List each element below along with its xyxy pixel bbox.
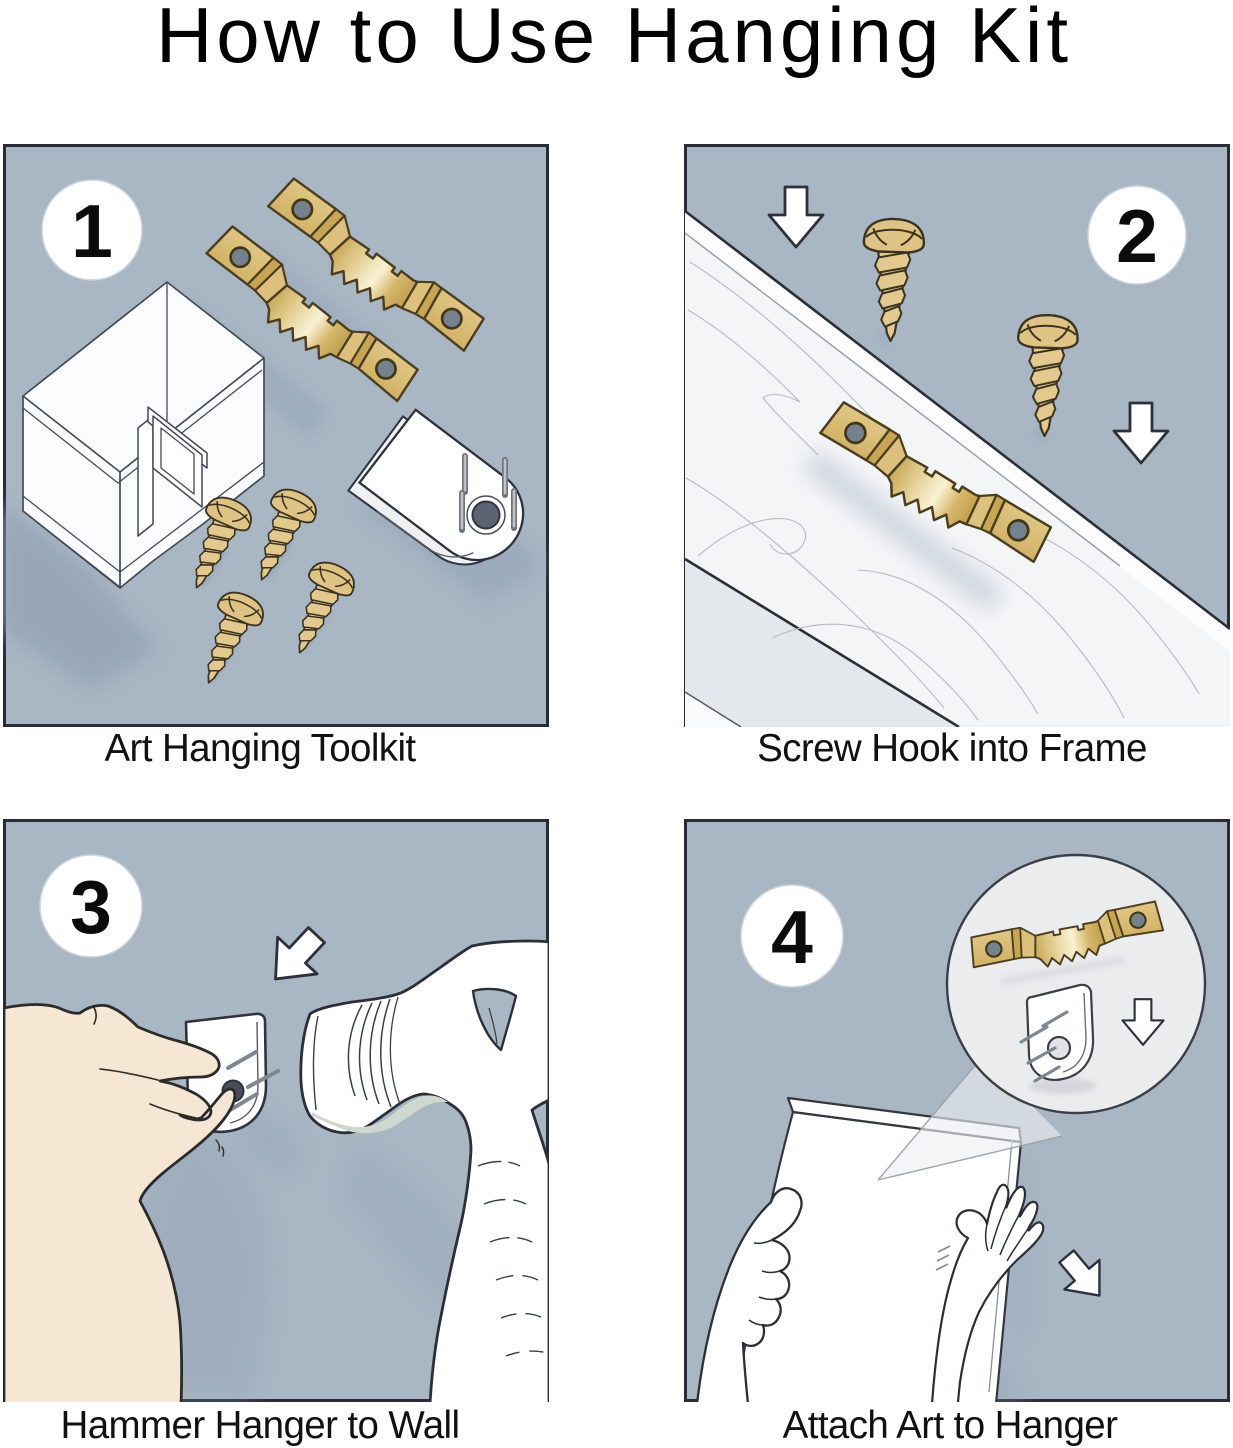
svg-text:Hammer Hanger to Wall: Hammer Hanger to Wall bbox=[61, 1404, 460, 1447]
svg-text:How to Use Hanging Kit: How to Use Hanging Kit bbox=[156, 0, 1072, 79]
svg-text:Attach Art to Hanger: Attach Art to Hanger bbox=[783, 1404, 1118, 1447]
svg-text:3: 3 bbox=[70, 865, 112, 949]
svg-text:Art Hanging Toolkit: Art Hanging Toolkit bbox=[104, 727, 416, 770]
svg-text:1: 1 bbox=[71, 189, 113, 273]
svg-text:4: 4 bbox=[771, 895, 813, 979]
svg-text:2: 2 bbox=[1116, 194, 1158, 278]
svg-text:Screw Hook into Frame: Screw Hook into Frame bbox=[757, 727, 1147, 770]
